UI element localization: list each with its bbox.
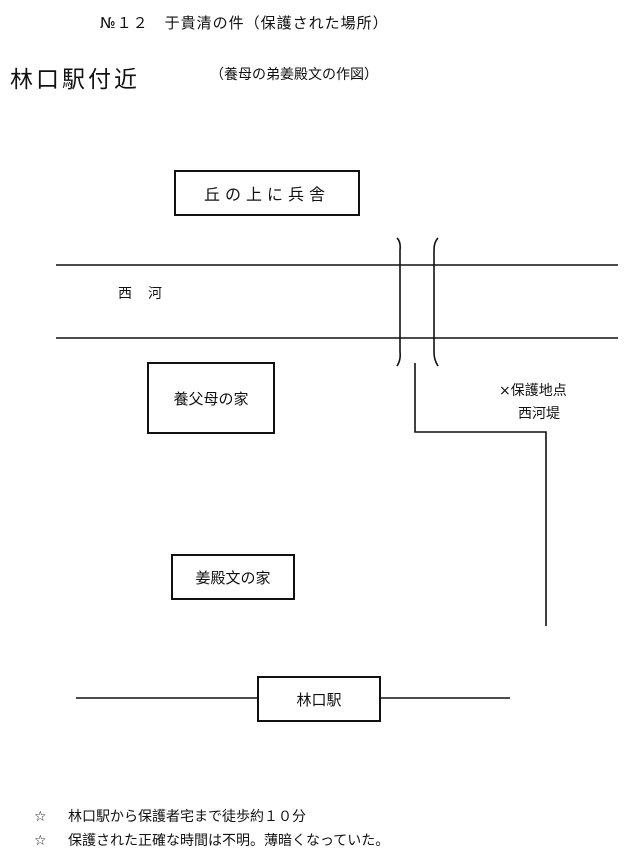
notes: ☆ 林口駅から保護者宅まで徒歩約１０分 ☆ 保護された正確な時間は不明。薄暗くなって… — [34, 805, 389, 853]
map-title: 林口駅付近 — [10, 67, 140, 93]
bridge-left-rail — [396, 237, 401, 367]
note-item: ☆ 林口駅から保護者宅まで徒歩約１０分 — [34, 805, 389, 829]
adoptive-parents-house-box: 養父母の家 — [147, 362, 275, 434]
river-bank-label: 西河堤 — [518, 406, 560, 422]
barracks-box: 丘の上に兵舎 — [174, 170, 360, 216]
star-icon: ☆ — [34, 833, 47, 849]
river-label: 西河 — [118, 286, 178, 302]
station-box: 林口駅 — [257, 676, 381, 722]
map-subtitle: （養母の弟姜殿文の作図） — [210, 67, 378, 83]
jiang-house-label: 姜殿文の家 — [195, 568, 271, 587]
bridge-right-rail — [433, 237, 439, 367]
note-text: 保護された正確な時間は不明。薄暗くなっていた。 — [68, 833, 390, 849]
road-path — [414, 363, 547, 626]
note-item: ☆ 保護された正確な時間は不明。薄暗くなっていた。 — [34, 829, 389, 853]
document-title: №１２ 于貴清の件（保護された場所） — [100, 14, 389, 32]
jiang-house-box: 姜殿文の家 — [171, 554, 295, 600]
station-label: 林口駅 — [296, 690, 342, 709]
barracks-label: 丘の上に兵舎 — [203, 185, 330, 204]
note-text: 林口駅から保護者宅まで徒歩約１０分 — [68, 809, 306, 825]
star-icon: ☆ — [34, 809, 47, 825]
adoptive-parents-house-label: 養父母の家 — [173, 389, 249, 408]
protection-site-label: ×保護地点 — [499, 383, 567, 399]
